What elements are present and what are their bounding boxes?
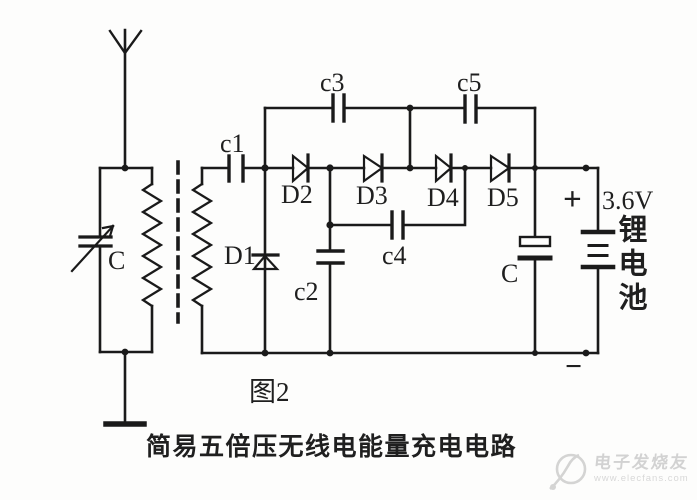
watermark: 电子发烧友 www.elecfans.com [546, 444, 691, 494]
transformer-primary-coil [140, 166, 164, 354]
diode-d2-symbol [291, 153, 310, 184]
capacitor-c4-symbol [390, 210, 405, 240]
label-d3: D3 [356, 181, 388, 210]
label-d4: D4 [427, 183, 459, 212]
junction-dots [121, 104, 590, 357]
battery-voltage: 3.6V [602, 186, 654, 215]
battery-minus-sign: − [565, 350, 583, 383]
label-filter-capacitor: C [501, 259, 519, 288]
watermark-url: www.elecfans.com [594, 472, 689, 484]
diode-d3-symbol [362, 153, 384, 184]
figure-caption: 简易五倍压无线电能量充电电路 [146, 434, 518, 461]
label-d5: D5 [487, 183, 519, 212]
label-c5: c5 [457, 68, 482, 97]
c4-stub-right [401, 166, 467, 227]
ground-icon [103, 350, 147, 427]
label-variable-capacitor: C [108, 246, 126, 275]
label-c3: c3 [320, 68, 345, 97]
battery-symbol [580, 166, 616, 355]
label-d1: D1 [224, 241, 256, 270]
label-d2: D2 [281, 180, 313, 209]
diode-d4-symbol [434, 153, 453, 184]
battery-plus-sign: + [563, 182, 582, 218]
diode-d5-symbol [489, 153, 511, 184]
label-c4: c4 [382, 241, 407, 270]
antenna-icon [108, 28, 143, 170]
figure-number: 图2 [249, 377, 290, 407]
diode-d1-symbol [251, 253, 280, 271]
capacitor-c3-symbol [331, 93, 346, 123]
watermark-logo-icon [549, 453, 587, 490]
watermark-brand: 电子发烧友 [593, 453, 691, 473]
battery-type-label: 锂电池 [614, 214, 646, 316]
capacitor-c5-symbol [463, 94, 478, 124]
filter-capacitor-symbol [517, 235, 553, 261]
transformer-secondary-coil [190, 166, 214, 355]
capacitor-c1-symbol [227, 154, 245, 183]
capacitor-c2-symbol [316, 249, 345, 265]
variable-capacitor-symbol [70, 224, 115, 273]
label-c1: c1 [220, 129, 245, 158]
label-c2: c2 [294, 277, 319, 306]
